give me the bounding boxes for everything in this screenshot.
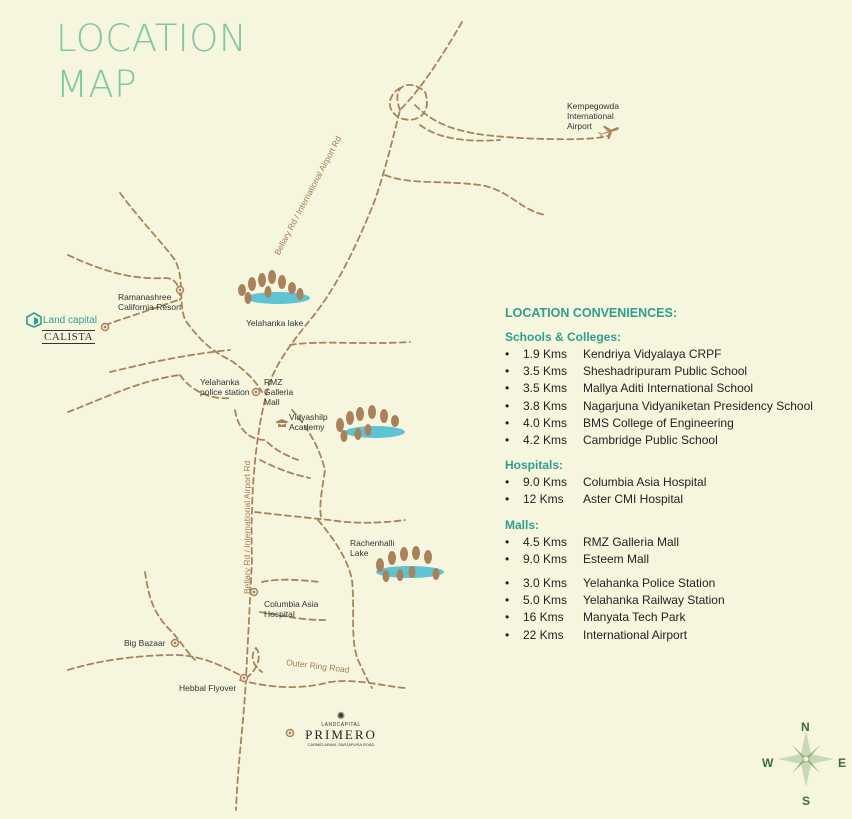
compass-south: S [802, 794, 811, 808]
label-rmz: RMZ Galleria Mall [264, 377, 294, 407]
hospitals-heading: Hospitals: [505, 458, 564, 473]
label-vidyashilp: Vidyashilp Academy [289, 412, 328, 432]
land-capital-logo-icon [26, 312, 42, 328]
label-yelahanka-police: Yelahanka police station [200, 377, 250, 397]
road-mid-branch [259, 459, 311, 479]
title-line-1: LOCATION [56, 17, 248, 60]
road-east [384, 174, 546, 216]
graduation-cap-icon [275, 419, 289, 427]
compass-rose: N S W E [760, 720, 852, 812]
primero-small-text: LANDCAPITAL [321, 722, 361, 728]
road-east-mid [289, 341, 411, 346]
road-lower-west [234, 409, 299, 461]
road-west-upper [119, 192, 263, 393]
road-loop [388, 83, 428, 121]
road-columbia-2 [259, 611, 326, 621]
road-calista [104, 299, 179, 326]
schools-heading: Schools & Colleges: [505, 330, 622, 344]
rachenhalli-lake-graphic [376, 546, 444, 582]
label-ramanashree: Ramanashree California Resort [118, 292, 182, 312]
road-columbia [261, 578, 321, 583]
title-line-2: MAP [56, 63, 138, 106]
location-conveniences: LOCATION CONVENIENCES: Schools & College… [505, 306, 845, 644]
malls-heading: Malls: [505, 517, 540, 532]
road-police [67, 374, 181, 413]
road-ramanashree [67, 254, 181, 301]
label-columbia: Columbia Asia Hospital [264, 599, 319, 619]
label-kempegowda: Kempegowda International Airport [567, 101, 619, 131]
primero-title: PRIMERO [305, 727, 377, 742]
road-south-west [67, 654, 241, 676]
compass-east: E [838, 756, 847, 770]
label-hebbal: Hebbal Flyover [179, 683, 237, 693]
primero-logo: ✺ LANDCAPITAL PRIMERO CARMELARAM, SARJAP… [298, 712, 384, 748]
road-airport [414, 104, 611, 141]
calista-name: CALISTA [42, 330, 96, 344]
calista-brand: Land capital [43, 315, 97, 326]
road-police-loop [179, 374, 231, 400]
road-airport-lower [419, 124, 501, 142]
primero-emblem-icon: ✺ [336, 711, 346, 722]
road-rachenhalli-south [317, 519, 373, 689]
compass-west: W [762, 756, 774, 770]
vidyashilp-lake-graphic [336, 405, 405, 442]
road-outer-ring [239, 679, 409, 689]
road-bigbazaar [144, 571, 196, 661]
map-title: LOCATION MAP [56, 16, 247, 108]
compass-rose-icon [778, 731, 834, 787]
airplane-icon [597, 125, 620, 140]
compass-north: N [801, 720, 810, 734]
primero-subtitle: CARMELARAM, SARJAPURA ROAD [307, 742, 375, 747]
road-west-mid [109, 349, 231, 373]
road-rachenhalli [254, 511, 406, 524]
road-bellary-main [235, 21, 463, 811]
road-hebbal-loop [245, 646, 263, 679]
label-yelahanka-lake: Yelahanka lake [246, 318, 304, 328]
road-vidyashilp [291, 409, 326, 521]
road-label-bellary-bottom: Bellary Rd / International Airport Rd [242, 460, 252, 594]
label-big-bazaar: Big Bazaar [124, 638, 166, 648]
yelahanka-lake-graphic [238, 270, 310, 304]
conveniences-heading: LOCATION CONVENIENCES: [505, 306, 677, 320]
label-rachenhalli: Rachenhalli Lake [350, 538, 395, 558]
